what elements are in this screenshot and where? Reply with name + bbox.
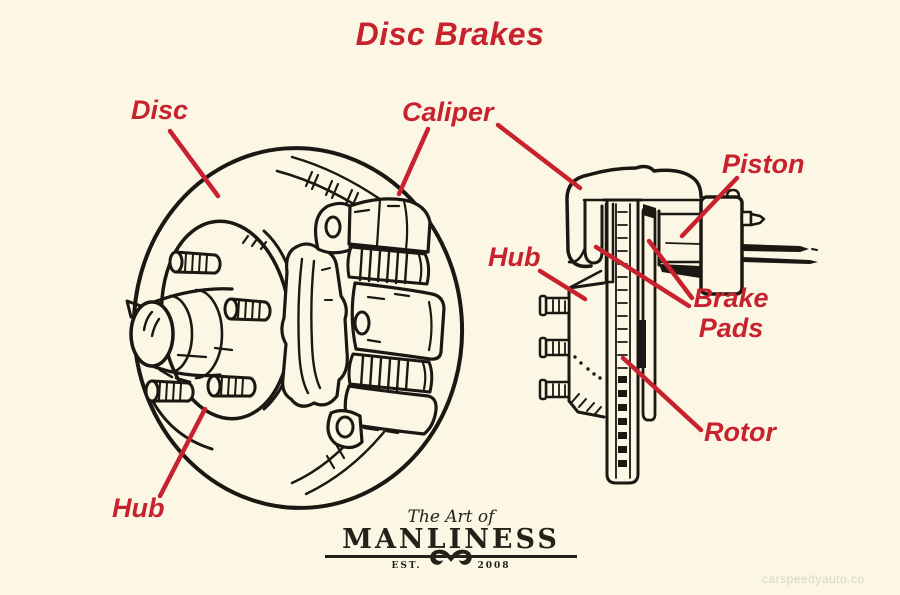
caliper-mount-hole	[353, 310, 371, 336]
piston-leader-line	[679, 175, 740, 239]
brake-pads-leader-line-b	[646, 238, 695, 301]
label-caliper: Caliper	[402, 97, 494, 127]
caliper-leader-line-right	[495, 122, 583, 191]
bleed-screw	[740, 210, 766, 227]
hub-barrel	[129, 287, 234, 451]
disc-assembly-drawing	[125, 146, 465, 510]
wheel-stud	[223, 297, 272, 322]
hub-side-leader-line	[537, 268, 588, 302]
caliper-mount-hole	[335, 415, 355, 439]
page-title: Disc Brakes	[355, 16, 545, 52]
hub-stud	[538, 378, 571, 401]
leader-lines	[157, 122, 740, 499]
label-hub-side: Hub	[488, 242, 541, 272]
label-disc: Disc	[131, 95, 189, 125]
wheel-stud	[168, 250, 222, 275]
logo-rule	[325, 555, 577, 558]
caliper-mount-hole	[324, 215, 342, 239]
label-rotor: Rotor	[704, 417, 776, 447]
brake-pads-leader-line-a	[593, 244, 692, 309]
wheel-stud	[144, 379, 195, 403]
cross-section-drawing	[538, 164, 818, 485]
logo-est-row: EST. 2008	[315, 549, 587, 571]
label-hub-front: Hub	[112, 493, 165, 523]
brake-line	[742, 244, 818, 264]
hub-front-leader-line	[157, 406, 208, 499]
logo-est-year: 2008	[477, 560, 511, 571]
disc-leader-line	[167, 128, 221, 199]
inboard-pad	[637, 204, 657, 422]
rotor-section	[602, 198, 643, 485]
label-piston: Piston	[722, 149, 805, 179]
caliper-section-outline	[565, 164, 703, 269]
caliper-housing	[699, 188, 818, 296]
label-brake-pads: Brake Pads	[693, 283, 769, 343]
mustache-icon	[430, 549, 472, 565]
logo-est-label: EST.	[391, 560, 422, 571]
logo-tagline: The Art of	[407, 507, 495, 527]
logo-name: MANLINESS	[342, 524, 560, 555]
hub-stud	[538, 336, 571, 359]
caliper-leader-line-left	[396, 126, 431, 197]
aom-logo: The Art of MANLINESS EST. 2008	[315, 509, 587, 571]
hub-stud	[538, 294, 571, 317]
rotor-leader-line	[620, 355, 704, 433]
wheel-stud	[206, 374, 257, 398]
watermark: carspeedyauto.co	[762, 572, 865, 586]
caliper-bracket	[280, 242, 349, 408]
hub-section	[538, 269, 606, 419]
caliper-body	[314, 197, 446, 450]
